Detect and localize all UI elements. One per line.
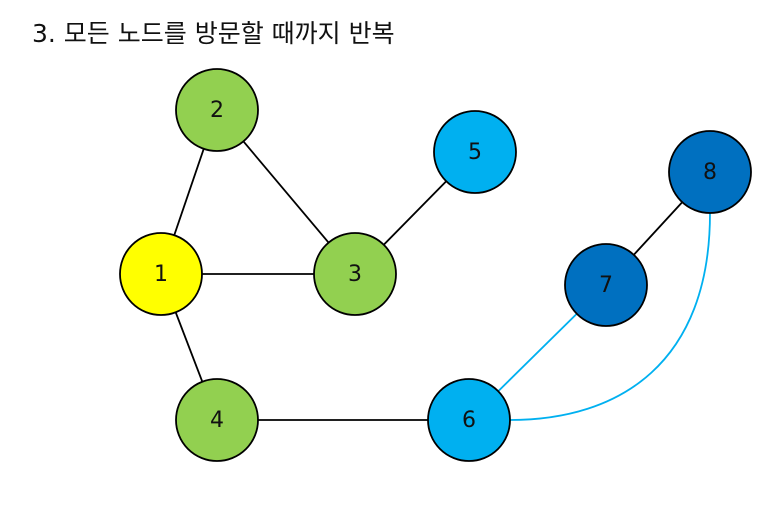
node-5-label: 5 bbox=[468, 140, 482, 165]
node-3: 3 bbox=[313, 232, 397, 316]
node-4: 4 bbox=[175, 378, 259, 462]
node-8-circle bbox=[668, 130, 752, 214]
slide-title: 3. 모든 노드를 방문할 때까지 반복 bbox=[32, 19, 395, 48]
node-8-label: 8 bbox=[703, 160, 717, 185]
node-6: 6 bbox=[427, 378, 511, 462]
graph-nodes: 1 2 3 4 5 6 7 8 bbox=[119, 68, 752, 462]
node-7-label: 7 bbox=[599, 273, 613, 298]
node-7-circle bbox=[564, 243, 648, 327]
node-2-label: 2 bbox=[210, 98, 224, 123]
node-7: 7 bbox=[564, 243, 648, 327]
node-3-circle bbox=[313, 232, 397, 316]
node-6-label: 6 bbox=[462, 408, 476, 433]
node-5-circle bbox=[433, 110, 517, 194]
node-2-circle bbox=[175, 68, 259, 152]
node-5: 5 bbox=[433, 110, 517, 194]
node-3-label: 3 bbox=[348, 262, 362, 287]
edge-6-8 bbox=[509, 212, 711, 421]
node-1: 1 bbox=[119, 232, 203, 316]
node-8: 8 bbox=[668, 130, 752, 214]
node-4-label: 4 bbox=[210, 408, 224, 433]
node-2: 2 bbox=[175, 68, 259, 152]
node-4-circle bbox=[175, 378, 259, 462]
node-1-label: 1 bbox=[154, 262, 168, 287]
node-1-circle bbox=[119, 232, 203, 316]
node-6-circle bbox=[427, 378, 511, 462]
